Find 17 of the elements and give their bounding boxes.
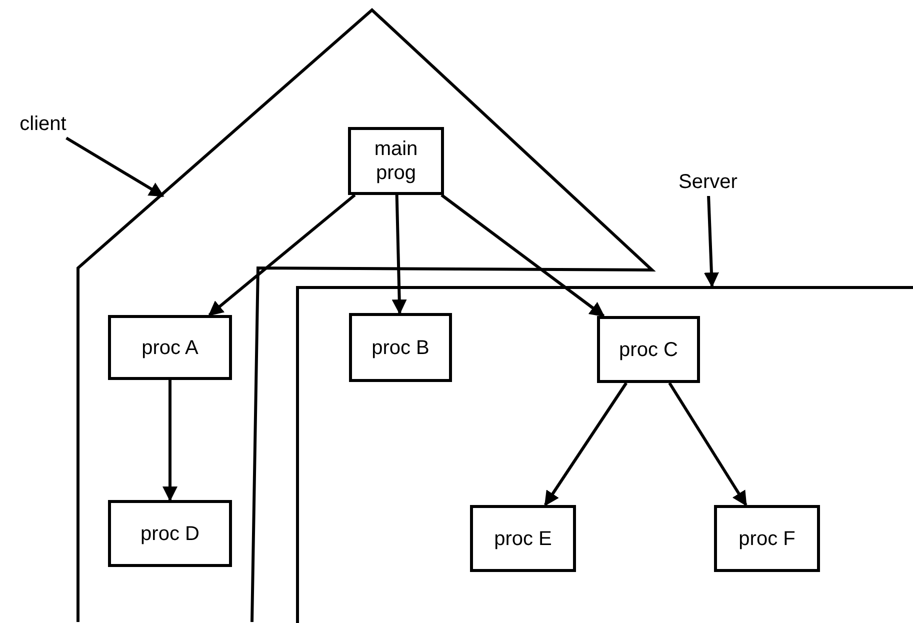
process-box: proc A bbox=[108, 315, 232, 380]
process-box: main prog bbox=[348, 127, 444, 195]
arrow bbox=[544, 382, 628, 506]
leader-arrow bbox=[66, 136, 164, 198]
arrow bbox=[668, 382, 748, 506]
leader-arrow bbox=[704, 196, 719, 288]
process-box: proc D bbox=[108, 500, 232, 567]
region-label: client bbox=[8, 110, 78, 138]
process-box: proc C bbox=[597, 316, 700, 383]
arrow bbox=[208, 194, 356, 316]
region-label: Server bbox=[668, 168, 748, 196]
process-box: proc E bbox=[470, 505, 576, 572]
arrow bbox=[392, 194, 407, 314]
arrow bbox=[440, 194, 605, 318]
process-box: proc B bbox=[349, 313, 452, 382]
process-box: proc F bbox=[714, 505, 820, 572]
arrow bbox=[162, 380, 178, 502]
